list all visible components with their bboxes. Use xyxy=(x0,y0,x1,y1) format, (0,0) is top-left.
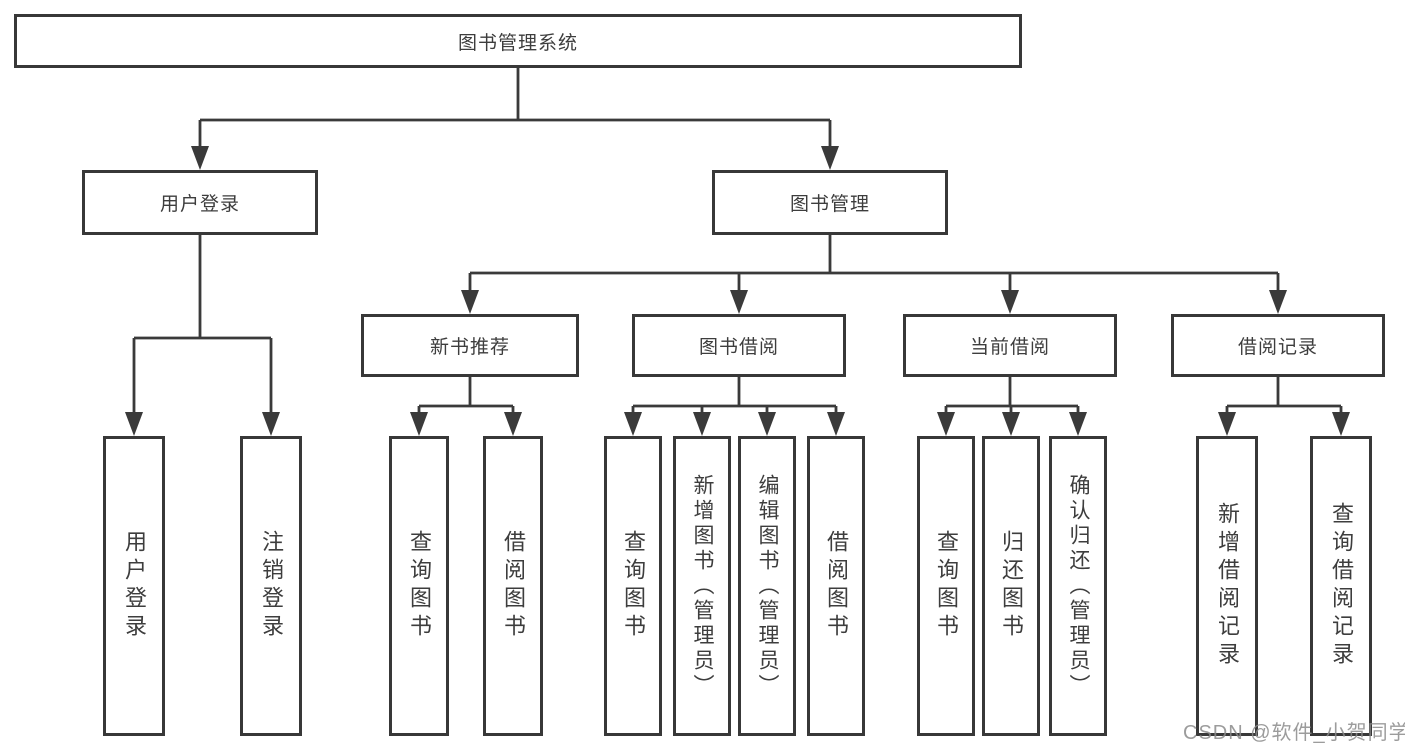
connector-current-leaves xyxy=(944,377,1080,413)
leaf-user-login: 用户登录 xyxy=(103,436,165,736)
leaf-logout: 注销登录 xyxy=(240,436,302,736)
arrowhead xyxy=(693,412,711,436)
leaf-add-books-admin: 新增图书（管理员） xyxy=(673,436,731,736)
arrowhead xyxy=(730,290,748,314)
connector-userlogin-leaves xyxy=(132,235,273,413)
node-label: 新书推荐 xyxy=(429,337,510,358)
node-label: 用户登录 xyxy=(159,194,240,215)
leaf-query-borrow-record: 查询借阅记录 xyxy=(1310,436,1372,736)
node-book-management: 图书管理 xyxy=(712,170,948,235)
node-label: 图书管理 xyxy=(789,194,870,215)
arrowhead xyxy=(624,412,642,436)
leaf-query-books-recommend: 查询图书 xyxy=(389,436,449,736)
arrowhead xyxy=(410,412,428,436)
node-user-login: 用户登录 xyxy=(82,170,318,235)
node-book-borrowing: 图书借阅 xyxy=(632,314,846,377)
arrowhead xyxy=(191,146,209,170)
leaf-confirm-return-admin: 确认归还（管理员） xyxy=(1049,436,1107,736)
arrowhead xyxy=(262,412,280,436)
node-label: 借阅图书 xyxy=(501,530,526,642)
arrowhead xyxy=(461,290,479,314)
connector-recommend-leaves xyxy=(417,377,515,413)
node-label: 用户登录 xyxy=(122,530,147,642)
node-label: 确认归还（管理员） xyxy=(1067,473,1090,699)
node-borrowing-records: 借阅记录 xyxy=(1171,314,1385,377)
node-new-book-recommend: 新书推荐 xyxy=(361,314,579,377)
arrowhead xyxy=(504,412,522,436)
node-library-management-system: 图书管理系统 xyxy=(14,14,1022,68)
arrowhead xyxy=(125,412,143,436)
leaf-query-books-borrowing: 查询图书 xyxy=(604,436,662,736)
connector-borrowing-leaves xyxy=(631,377,838,413)
leaf-return-books: 归还图书 xyxy=(982,436,1040,736)
node-label: 查询图书 xyxy=(407,530,432,642)
node-label: 当前借阅 xyxy=(969,337,1050,358)
arrowhead xyxy=(1218,412,1236,436)
leaf-query-books-current: 查询图书 xyxy=(917,436,975,736)
node-label: 新增借阅记录 xyxy=(1215,502,1240,670)
connector-records-leaves xyxy=(1225,377,1343,413)
connector-bookmgmt-level3 xyxy=(468,235,1280,291)
node-label: 编辑图书（管理员） xyxy=(756,473,779,699)
node-label: 借阅图书 xyxy=(824,530,849,642)
node-label: 新增图书（管理员） xyxy=(691,473,714,699)
node-label: 归还图书 xyxy=(999,530,1024,642)
connector-root-level2 xyxy=(198,68,832,147)
node-label: 注销登录 xyxy=(259,530,284,642)
node-label: 查询借阅记录 xyxy=(1329,502,1354,670)
arrowhead xyxy=(1269,290,1287,314)
node-label: 图书管理系统 xyxy=(457,32,578,54)
arrowhead xyxy=(937,412,955,436)
arrowhead xyxy=(827,412,845,436)
arrowhead xyxy=(821,146,839,170)
leaf-add-borrow-record: 新增借阅记录 xyxy=(1196,436,1258,736)
arrowhead xyxy=(1069,412,1087,436)
arrowhead xyxy=(758,412,776,436)
node-label: 查询图书 xyxy=(621,530,646,642)
leaf-borrow-books-recommend: 借阅图书 xyxy=(483,436,543,736)
node-current-borrowing: 当前借阅 xyxy=(903,314,1117,377)
node-label: 图书借阅 xyxy=(698,337,779,358)
arrowhead xyxy=(1332,412,1350,436)
node-label: 查询图书 xyxy=(934,530,959,642)
arrowhead xyxy=(1001,290,1019,314)
leaf-borrow-books-borrowing: 借阅图书 xyxy=(807,436,865,736)
node-label: 借阅记录 xyxy=(1237,337,1318,358)
leaf-edit-books-admin: 编辑图书（管理员） xyxy=(738,436,796,736)
watermark: CSDN @软件_小贺同学 xyxy=(1183,722,1405,744)
arrowhead xyxy=(1002,412,1020,436)
